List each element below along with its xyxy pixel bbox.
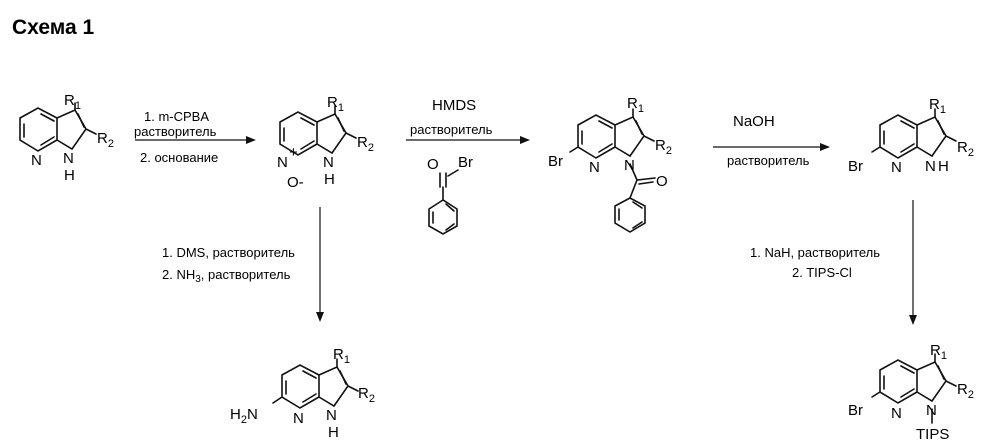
atom-R2: R2 [358, 385, 375, 405]
atom-N-pyridine: N [293, 410, 304, 427]
atom-H-pyrrole: H [324, 171, 335, 188]
atom-N-pyridine: N [891, 159, 902, 176]
atom-N-pyrrole: N [925, 158, 936, 175]
atom-R1: R1 [333, 346, 350, 366]
atom-R2: R2 [957, 139, 974, 159]
step2-reagent: HMDS [432, 97, 476, 114]
atom-N-pyridine: N [891, 405, 902, 422]
atom-O: O [427, 156, 439, 173]
atom-Br: Br [848, 402, 863, 419]
atom-O: O [656, 173, 668, 190]
atom-N-pyrrole: N [926, 402, 937, 419]
step5-reagent-2: 2. TIPS-Cl [792, 265, 852, 280]
compound-bromo-benzoyl-azaindole: Br N N O R1 R2 [548, 95, 672, 232]
atom-N-pyrrole: N [63, 150, 74, 167]
compound-bromo-azaindole: Br N N H R1 R2 [848, 96, 974, 176]
atom-R1: R1 [930, 342, 947, 362]
arrow-step-2 [406, 136, 530, 144]
atom-Br: Br [548, 153, 563, 170]
arrow-step-tips [909, 200, 917, 325]
atom-H-pyrrole: H [938, 158, 949, 175]
atom-TIPS: TIPS [916, 426, 949, 443]
atom-N-pyrrole: N [624, 157, 635, 174]
atom-H-pyrrole: H [328, 424, 339, 441]
atom-H-pyrrole: H [64, 167, 75, 184]
atom-R1: R1 [929, 96, 946, 116]
compound-tips-bromo-azaindole: Br N N TIPS R1 R2 [848, 342, 974, 443]
compound-benzoyl-bromide: O Br [427, 154, 473, 234]
arrow-step-amination [316, 207, 324, 322]
atom-N-pyridine: N [589, 159, 600, 176]
step3-reagent: NaOH [733, 113, 775, 130]
compound-amino-azaindole: H2N N N H R1 R2 [230, 346, 375, 441]
atom-R1: R1 [627, 95, 644, 115]
compound-n-oxide: N + O- N H R1 R2 [277, 94, 374, 191]
compound-starting-azaindole: N N H R1 R2 [20, 92, 114, 184]
step1-reagent-1: 1. m-CPBA [144, 109, 209, 124]
step5-reagent-1: 1. NaH, растворитель [750, 245, 880, 260]
step4-reagent-2: 2. NH3, растворитель [162, 267, 291, 285]
step3-solvent: растворитель [727, 153, 810, 168]
arrow-step-3 [713, 143, 830, 151]
step2-solvent: растворитель [410, 122, 493, 137]
atom-R2: R2 [655, 137, 672, 157]
atom-Br: Br [848, 158, 863, 175]
atom-N-pyridine: N [31, 152, 42, 169]
atom-N-pyrrole: N [326, 407, 337, 424]
atom-plus-charge: + [289, 144, 298, 161]
step1-reagent-2: 2. основание [140, 150, 218, 165]
step1-solvent: растворитель [134, 124, 217, 139]
atom-R2: R2 [957, 381, 974, 401]
atom-R1: R1 [64, 92, 81, 112]
step4-reagent-1: 1. DMS, растворитель [162, 245, 295, 260]
atom-R2: R2 [97, 130, 114, 150]
atom-R2: R2 [357, 134, 374, 154]
atom-NH2: H2N [230, 406, 258, 426]
atom-N-pyrrole: N [323, 154, 334, 171]
atom-N-oxide: N [277, 154, 288, 171]
atom-Br: Br [458, 154, 473, 171]
scheme-title: Схема 1 [12, 16, 94, 39]
atom-O-minus: O- [287, 174, 304, 191]
